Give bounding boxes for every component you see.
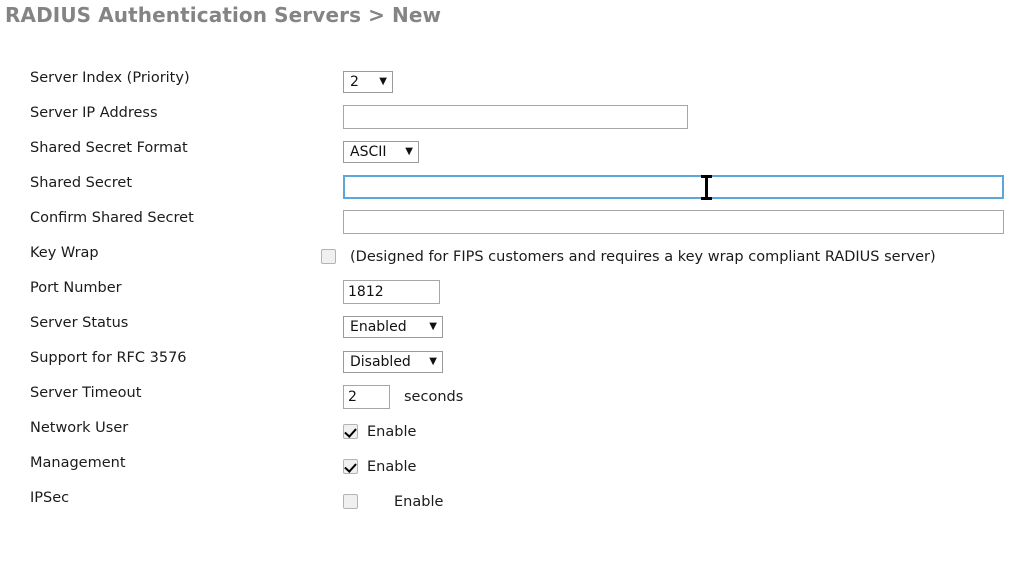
form-row-server-ip-address: Server IP Address bbox=[0, 99, 1015, 134]
chevron-down-icon: ▼ bbox=[429, 320, 437, 332]
checkbox-label-ipsec: Enable bbox=[394, 493, 444, 510]
form-row-server-timeout: Server Timeout seconds bbox=[0, 379, 1015, 414]
form-row-server-index: Server Index (Priority)2▼ bbox=[0, 64, 1015, 99]
chevron-down-icon: ▼ bbox=[379, 75, 387, 87]
control-confirm-shared-secret bbox=[343, 204, 1004, 239]
select-value-server-status: Enabled bbox=[350, 318, 407, 335]
checkbox-network-user[interactable] bbox=[343, 424, 358, 439]
chevron-down-icon: ▼ bbox=[405, 145, 413, 157]
control-server-ip-address bbox=[343, 99, 688, 134]
unit-label-server-timeout: seconds bbox=[404, 388, 464, 405]
label-key-wrap: Key Wrap bbox=[30, 245, 99, 261]
label-management: Management bbox=[30, 455, 126, 471]
chevron-down-icon: ▼ bbox=[429, 355, 437, 367]
label-server-index: Server Index (Priority) bbox=[30, 70, 190, 86]
label-server-ip-address: Server IP Address bbox=[30, 105, 158, 121]
checkbox-label-network-user: Enable bbox=[367, 423, 417, 440]
input-server-ip-address[interactable] bbox=[343, 104, 688, 129]
form-row-shared-secret: Shared Secret bbox=[0, 169, 1015, 204]
control-server-timeout: seconds bbox=[343, 379, 463, 414]
select-shared-secret-format[interactable]: ASCII ▼ bbox=[343, 140, 419, 163]
label-server-status: Server Status bbox=[30, 315, 129, 331]
input-confirm-shared-secret[interactable] bbox=[343, 209, 1004, 234]
input-shared-secret[interactable] bbox=[343, 174, 1004, 199]
label-confirm-shared-secret: Confirm Shared Secret bbox=[30, 210, 194, 226]
checkbox-key-wrap[interactable] bbox=[321, 249, 336, 264]
hint-key-wrap: (Designed for FIPS customers and require… bbox=[350, 248, 936, 265]
checkbox-ipsec[interactable] bbox=[343, 494, 358, 509]
label-ipsec: IPSec bbox=[30, 490, 70, 506]
form-row-shared-secret-format: Shared Secret Format ASCII ▼ bbox=[0, 134, 1015, 169]
label-shared-secret-format: Shared Secret Format bbox=[30, 140, 188, 156]
select-server-index[interactable]: 2▼ bbox=[343, 70, 393, 93]
form-row-confirm-shared-secret: Confirm Shared Secret bbox=[0, 204, 1015, 239]
control-network-user: Enable bbox=[343, 414, 416, 449]
control-key-wrap: (Designed for FIPS customers and require… bbox=[321, 239, 936, 274]
label-network-user: Network User bbox=[30, 420, 129, 436]
select-support-for-rfc-3576[interactable]: Disabled ▼ bbox=[343, 350, 443, 373]
control-ipsec: Enable bbox=[343, 484, 443, 519]
form-row-port-number: Port Number bbox=[0, 274, 1015, 309]
select-value-server-index: 2 bbox=[350, 73, 359, 90]
control-server-status: Enabled ▼ bbox=[343, 309, 443, 344]
page-title: RADIUS Authentication Servers > New bbox=[5, 3, 442, 27]
checkbox-management[interactable] bbox=[343, 459, 358, 474]
form-row-ipsec: IPSec Enable bbox=[0, 484, 1015, 519]
label-server-timeout: Server Timeout bbox=[30, 385, 142, 401]
input-server-timeout[interactable] bbox=[343, 384, 390, 409]
control-port-number bbox=[343, 274, 440, 309]
control-support-for-rfc-3576: Disabled ▼ bbox=[343, 344, 443, 379]
form-row-support-for-rfc-3576: Support for RFC 3576 Disabled ▼ bbox=[0, 344, 1015, 379]
control-shared-secret-format: ASCII ▼ bbox=[343, 134, 419, 169]
checkbox-label-management: Enable bbox=[367, 458, 417, 475]
select-server-status[interactable]: Enabled ▼ bbox=[343, 315, 443, 338]
control-management: Enable bbox=[343, 449, 416, 484]
label-shared-secret: Shared Secret bbox=[30, 175, 133, 191]
form-row-key-wrap: Key Wrap (Designed for FIPS customers and… bbox=[0, 239, 1015, 274]
control-shared-secret bbox=[343, 169, 1004, 204]
input-port-number[interactable] bbox=[343, 279, 440, 304]
label-support-for-rfc-3576: Support for RFC 3576 bbox=[30, 350, 187, 366]
label-port-number: Port Number bbox=[30, 280, 122, 296]
form-row-management: Management Enable bbox=[0, 449, 1015, 484]
select-value-shared-secret-format: ASCII bbox=[350, 143, 387, 160]
select-value-support-for-rfc-3576: Disabled bbox=[350, 353, 411, 370]
form-row-network-user: Network User Enable bbox=[0, 414, 1015, 449]
form-row-server-status: Server Status Enabled ▼ bbox=[0, 309, 1015, 344]
control-server-index: 2▼ bbox=[343, 64, 393, 99]
radius-server-form: Server Index (Priority)2▼Server IP Addre… bbox=[0, 64, 1015, 519]
